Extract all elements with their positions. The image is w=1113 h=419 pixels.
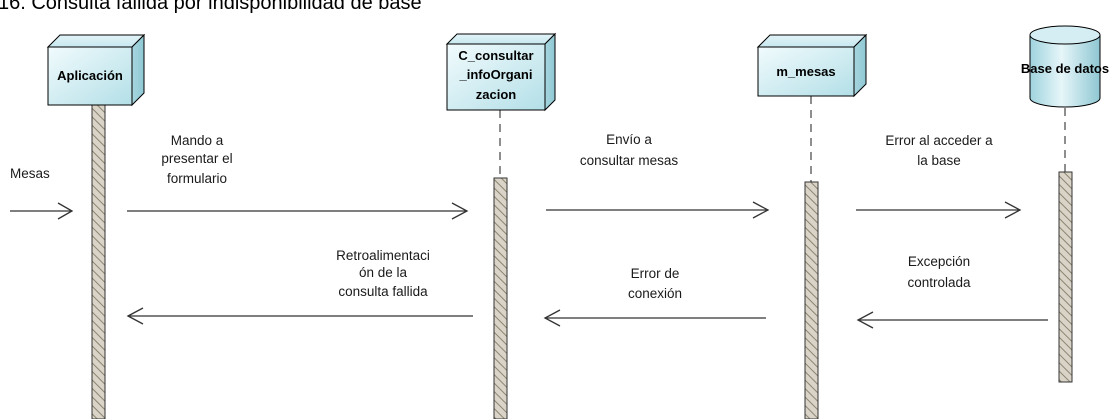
message-arrow-5 — [543, 309, 766, 327]
message-arrow-6 — [126, 307, 473, 325]
message-label-1-line3: formulario — [167, 171, 227, 186]
message-label-4-line1: Excepción — [908, 254, 970, 269]
message-arrow-4 — [856, 311, 1048, 329]
message-label-entry: Mesas — [10, 166, 50, 181]
participant-mesas-label: m_mesas — [776, 64, 835, 79]
message-arrow-2 — [546, 201, 770, 219]
message-arrow-3 — [856, 201, 1022, 219]
participant-db-label: Base de datos — [1021, 61, 1109, 76]
participant-app-label: Aplicación — [57, 68, 123, 83]
message-label-5-line2: conexión — [628, 286, 682, 301]
participant-db-cylinder: Base de datos — [1021, 25, 1109, 108]
message-label-6-line1: Retroalimentaci — [336, 248, 430, 263]
message-label-2-line1: Envío a — [606, 132, 652, 147]
message-label-4-line2: controlada — [907, 275, 971, 290]
message-label-6-line2: ón de la — [359, 265, 408, 280]
activation-bar-db — [1058, 171, 1073, 383]
participant-app: Aplicación — [46, 33, 146, 107]
message-label-2-line2: consultar mesas — [580, 153, 679, 168]
participant-mesas: m_mesas — [756, 33, 868, 98]
message-label-6-line3: consulta fallida — [338, 284, 428, 299]
message-label-1-line1: Mando a — [171, 133, 224, 148]
message-label-3-line1: Error al acceder a — [885, 133, 993, 148]
message-label-5-line1: Error de — [631, 266, 680, 281]
activation-bar-mesas — [804, 181, 819, 419]
activation-bar-ctrl — [493, 177, 508, 419]
participant-ctrl-label-line1: C_consultar — [458, 48, 533, 63]
message-arrow-entry — [10, 202, 74, 220]
message-arrow-1 — [127, 202, 469, 220]
participant-ctrl-label-line2: _infoOrgani — [459, 67, 533, 82]
participant-ctrl: C_consultar _infoOrgani zacion — [445, 32, 557, 112]
participant-ctrl-label-line3: zacion — [476, 87, 517, 102]
diagram-title: 16. Consulta fallida por indisponibilida… — [0, 0, 422, 14]
activation-bar-app — [91, 89, 106, 419]
message-label-1-line2: presentar el — [161, 151, 232, 166]
message-label-3-line2: la base — [917, 153, 961, 168]
